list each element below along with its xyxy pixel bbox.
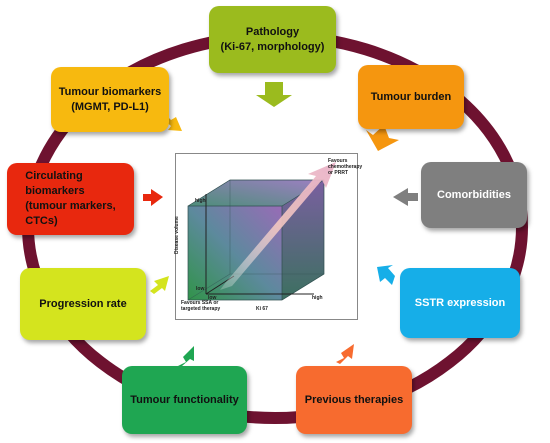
arrow-circulating bbox=[143, 189, 163, 206]
x-high-label: high bbox=[312, 295, 323, 301]
circulating-line1: Circulating bbox=[25, 170, 83, 182]
arrow-sstr bbox=[377, 265, 395, 285]
arrow-functionality bbox=[178, 346, 194, 366]
arrow-progression bbox=[150, 276, 169, 294]
tumour-burden-box: Tumour burden bbox=[358, 65, 464, 129]
pathology-title: Pathology bbox=[245, 25, 300, 38]
x-axis-label: Ki 67 bbox=[256, 306, 268, 312]
tumour-functionality-box: Tumour functionality bbox=[122, 366, 247, 434]
cube-top-face bbox=[188, 180, 324, 206]
sstr-expression-label: SSTR expression bbox=[414, 296, 506, 309]
pathology-detail: (Ki-67, morphology) bbox=[220, 40, 325, 53]
treatment-cube bbox=[187, 162, 336, 301]
tumour-burden-label: Tumour burden bbox=[370, 90, 452, 103]
y-low-label: low bbox=[196, 286, 205, 292]
top-right-label: Favours chemotherapy or PRRT bbox=[328, 158, 363, 176]
cube-front-face bbox=[188, 206, 282, 300]
treatment-cube-panel: Favours chemotherapy or PRRT Favours SSA… bbox=[174, 153, 363, 320]
arrow-previous bbox=[336, 344, 354, 364]
circulating-line3: (tumour markers, bbox=[25, 200, 116, 212]
tumour-biomarkers-box: Tumour biomarkers (MGMT, PD-L1) bbox=[51, 67, 169, 132]
y-axis-label: Disease volume bbox=[174, 216, 180, 254]
arrow-tumour-burden bbox=[366, 125, 399, 151]
progression-rate-box: Progression rate bbox=[20, 268, 146, 340]
tumour-biomarkers-title: Tumour biomarkers bbox=[58, 85, 162, 98]
sstr-expression-box: SSTR expression bbox=[400, 268, 520, 338]
circulating-biomarkers-box: Circulating biomarkers (tumour markers, … bbox=[7, 163, 134, 235]
previous-therapies-label: Previous therapies bbox=[304, 393, 404, 406]
tumour-biomarkers-detail: (MGMT, PD-L1) bbox=[71, 100, 149, 113]
pathology-box: Pathology (Ki-67, morphology) bbox=[209, 6, 336, 73]
bottom-left-label: Favours SSA or targeted therapy bbox=[181, 300, 221, 312]
previous-therapies-box: Previous therapies bbox=[296, 366, 412, 434]
circulating-line2: biomarkers bbox=[25, 185, 85, 197]
tumour-functionality-label: Tumour functionality bbox=[130, 393, 239, 406]
x-low-label: low bbox=[208, 295, 217, 301]
comorbidities-box: Comorbidities bbox=[421, 162, 527, 228]
arrow-pathology bbox=[256, 82, 292, 107]
arrow-comorbidities bbox=[393, 188, 418, 206]
trend-arrow bbox=[220, 162, 336, 290]
comorbidities-label: Comorbidities bbox=[437, 188, 511, 201]
circulating-line4: CTCs) bbox=[25, 215, 58, 227]
y-high-label: high bbox=[195, 198, 206, 204]
progression-rate-label: Progression rate bbox=[39, 297, 127, 310]
